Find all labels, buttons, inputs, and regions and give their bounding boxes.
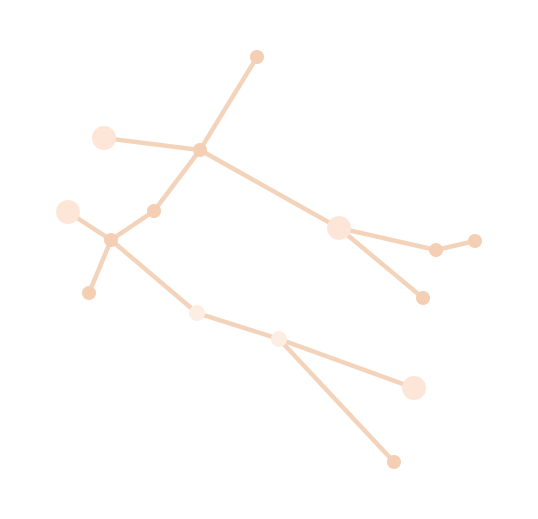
- edge-n8-n9: [194, 310, 282, 342]
- node-n12: [468, 234, 482, 248]
- node-n13: [327, 216, 351, 240]
- edge-n6-n7: [86, 237, 114, 296]
- edge-n13-n11: [336, 225, 439, 253]
- edge-n3-n4: [151, 147, 203, 214]
- node-n15: [416, 291, 430, 305]
- node-n4: [147, 204, 161, 218]
- edges-layer: [65, 54, 478, 465]
- node-n1: [250, 50, 264, 64]
- node-n2: [92, 126, 116, 150]
- node-n9: [271, 331, 287, 347]
- node-n6: [104, 233, 118, 247]
- edge-n4-n6: [108, 208, 157, 243]
- edge-n13-n15: [336, 225, 426, 301]
- node-n14: [387, 455, 401, 469]
- nodes-layer: [56, 50, 482, 469]
- node-n11: [429, 243, 443, 257]
- node-n10: [402, 376, 426, 400]
- edge-n3-n13: [197, 147, 342, 231]
- edge-n1-n3: [197, 54, 260, 153]
- edge-n9-n10: [276, 336, 417, 391]
- node-n7: [82, 286, 96, 300]
- node-n3: [193, 143, 207, 157]
- edge-n2-n3: [101, 135, 203, 153]
- node-n5: [56, 200, 80, 224]
- edge-n6-n8: [108, 237, 200, 316]
- edge-n9-n14: [276, 336, 397, 465]
- node-n8: [189, 305, 205, 321]
